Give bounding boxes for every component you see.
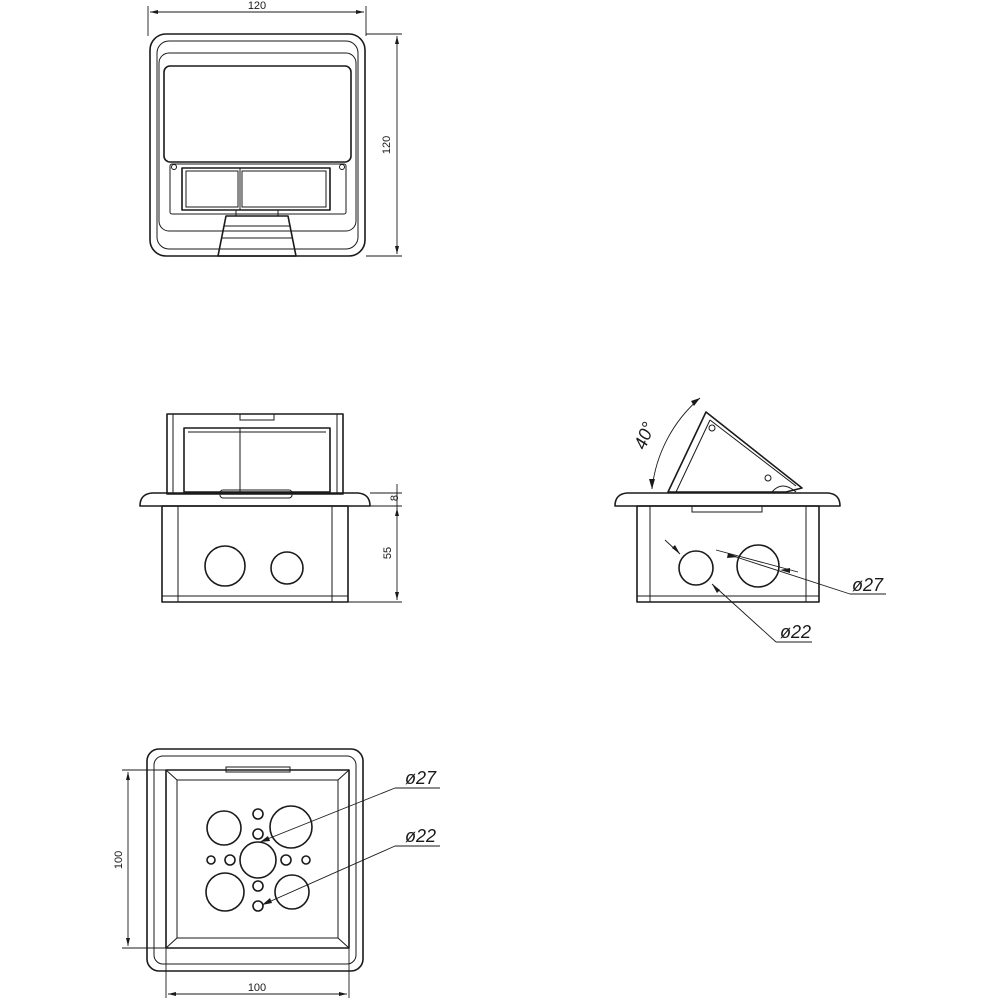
bottom-large-hole	[269, 805, 313, 849]
front-flange	[139, 492, 371, 507]
side-large-hole-label: ø27	[852, 575, 884, 595]
top-socket-panel	[181, 167, 331, 211]
side-small-hole	[678, 550, 714, 586]
side-large-hole	[736, 544, 780, 588]
front-flange-dimension: 8	[389, 495, 401, 501]
bottom-height-dimension: 100	[113, 851, 125, 869]
front-view: 8 55	[139, 413, 402, 603]
front-large-hole	[204, 545, 246, 587]
top-width-dimension: 120	[248, 0, 266, 12]
side-small-hole-label: ø22	[780, 622, 811, 642]
front-depth-dimension: 55	[382, 547, 394, 559]
bottom-view: ø27 ø22 100 100	[113, 748, 440, 998]
front-upper-lid	[166, 413, 344, 495]
bottom-small-hole-label: ø22	[405, 826, 436, 846]
front-body	[161, 505, 349, 603]
bottom-large-hole-label: ø27	[405, 768, 437, 788]
side-open-lid	[667, 411, 803, 493]
bottom-body	[165, 769, 350, 949]
front-socket-panel	[183, 427, 331, 493]
bottom-small-hole	[274, 874, 310, 910]
front-small-hole	[270, 551, 304, 585]
side-flange	[614, 492, 841, 507]
side-view: 40° ø27 ø22	[614, 397, 886, 643]
top-height-dimension: 120	[381, 136, 393, 154]
top-view: 120 120	[147, 0, 402, 257]
top-lid	[163, 65, 352, 163]
top-cable-exit	[217, 215, 297, 257]
side-angle-label: 40°	[630, 419, 659, 452]
bottom-width-dimension: 100	[248, 982, 266, 994]
top-outer-frame	[149, 33, 366, 257]
